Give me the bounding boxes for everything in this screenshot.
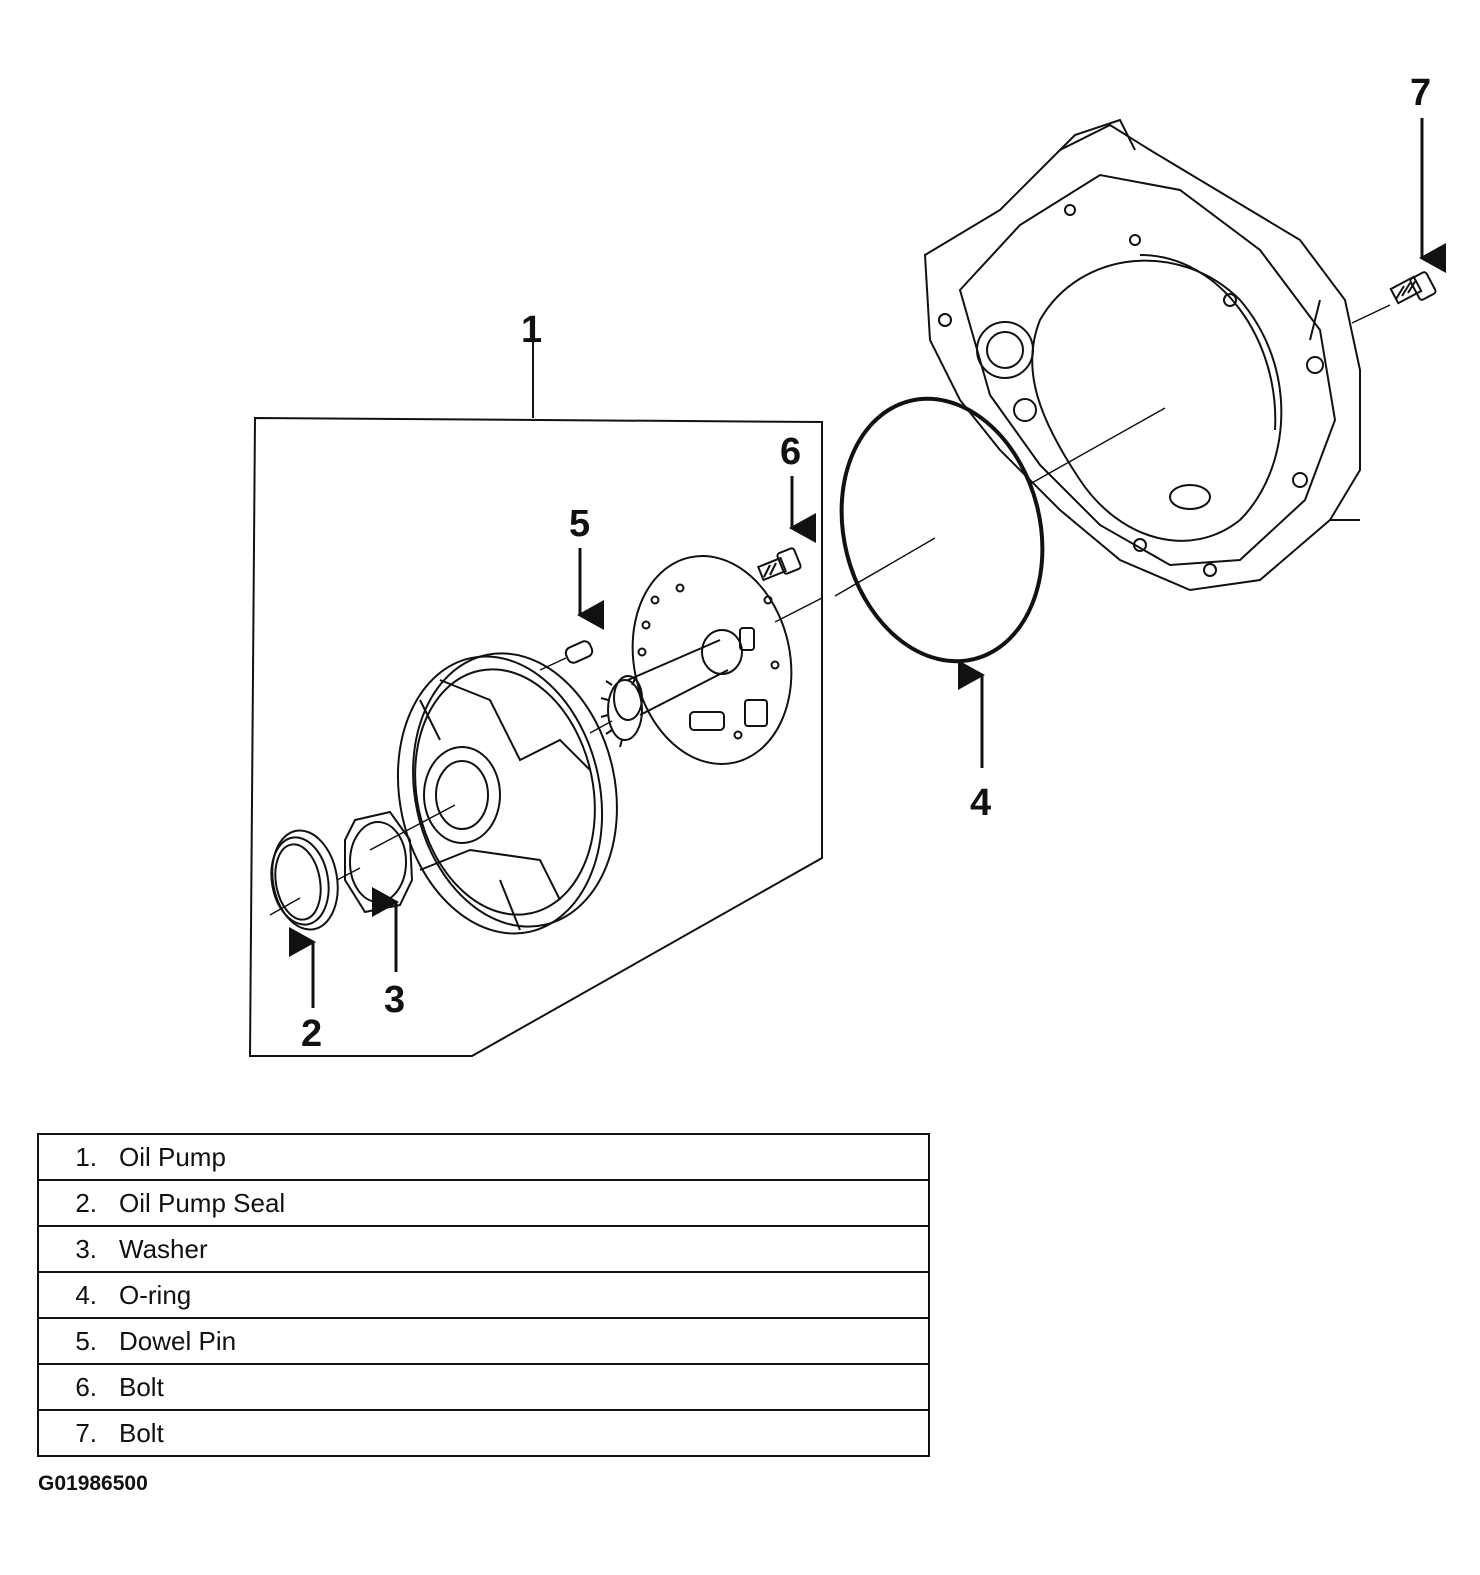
legend-part-name: Bolt — [119, 1409, 929, 1457]
washer — [344, 810, 414, 914]
exploded-view-diagram: 1 2 3 4 5 6 7 — [248, 72, 1446, 1057]
legend-part-name: Bolt — [119, 1363, 929, 1411]
bolt-7 — [1389, 271, 1437, 305]
plate-leader — [774, 597, 823, 623]
callout-1: 1 — [521, 309, 542, 351]
legend-number: 5. — [38, 1317, 119, 1365]
callout-5: 5 — [569, 503, 590, 545]
dowel-pin-leader — [539, 657, 567, 671]
callout-7: 7 — [1410, 72, 1431, 114]
legend-part-name: Oil Pump — [119, 1133, 929, 1181]
pump-cover-plate — [613, 555, 793, 765]
input-gear — [600, 678, 643, 748]
o-ring — [839, 396, 1045, 664]
legend-row: 4. O-ring — [38, 1271, 929, 1319]
legend-number: 6. — [38, 1363, 119, 1411]
legend-part-name: Dowel Pin — [119, 1317, 929, 1365]
o-ring-centerline — [834, 537, 936, 597]
legend-number: 3. — [38, 1225, 119, 1273]
legend-row: 3. Washer — [38, 1225, 929, 1273]
legend-row: 1. Oil Pump — [38, 1133, 929, 1181]
legend-number: 1. — [38, 1133, 119, 1181]
bolt-6 — [756, 547, 802, 582]
case-centerline — [1029, 407, 1166, 485]
bolt-7-leader — [1351, 304, 1391, 324]
callout-3: 3 — [384, 979, 405, 1021]
legend-row: 2. Oil Pump Seal — [38, 1179, 929, 1227]
legend-number: 2. — [38, 1179, 119, 1227]
seal-leader — [269, 897, 301, 916]
legend-number: 7. — [38, 1409, 119, 1457]
legend-row: 7. Bolt — [38, 1409, 929, 1457]
legend-number: 4. — [38, 1271, 119, 1319]
callout-6: 6 — [780, 431, 801, 473]
oil-pump-body — [396, 652, 618, 935]
dowel-pin — [564, 640, 594, 664]
pump-centerline — [369, 804, 456, 851]
callout-2: 2 — [301, 1013, 322, 1055]
legend-row: 5. Dowel Pin — [38, 1317, 929, 1365]
legend-row: 6. Bolt — [38, 1363, 929, 1411]
gear-leader — [589, 720, 613, 734]
legend-part-name: O-ring — [119, 1271, 929, 1319]
callout-4: 4 — [970, 782, 991, 824]
legend-part-name: Washer — [119, 1225, 929, 1273]
figure-id: G01986500 — [38, 1472, 148, 1495]
transmission-case — [923, 118, 1361, 592]
washer-leader — [336, 867, 361, 881]
parts-legend-table: 1. Oil Pump 2. Oil Pump Seal 3. Washer 4… — [37, 1133, 930, 1457]
oil-pump-seal — [270, 829, 339, 931]
oil-pump-frame — [248, 340, 823, 1057]
legend-part-name: Oil Pump Seal — [119, 1179, 929, 1227]
